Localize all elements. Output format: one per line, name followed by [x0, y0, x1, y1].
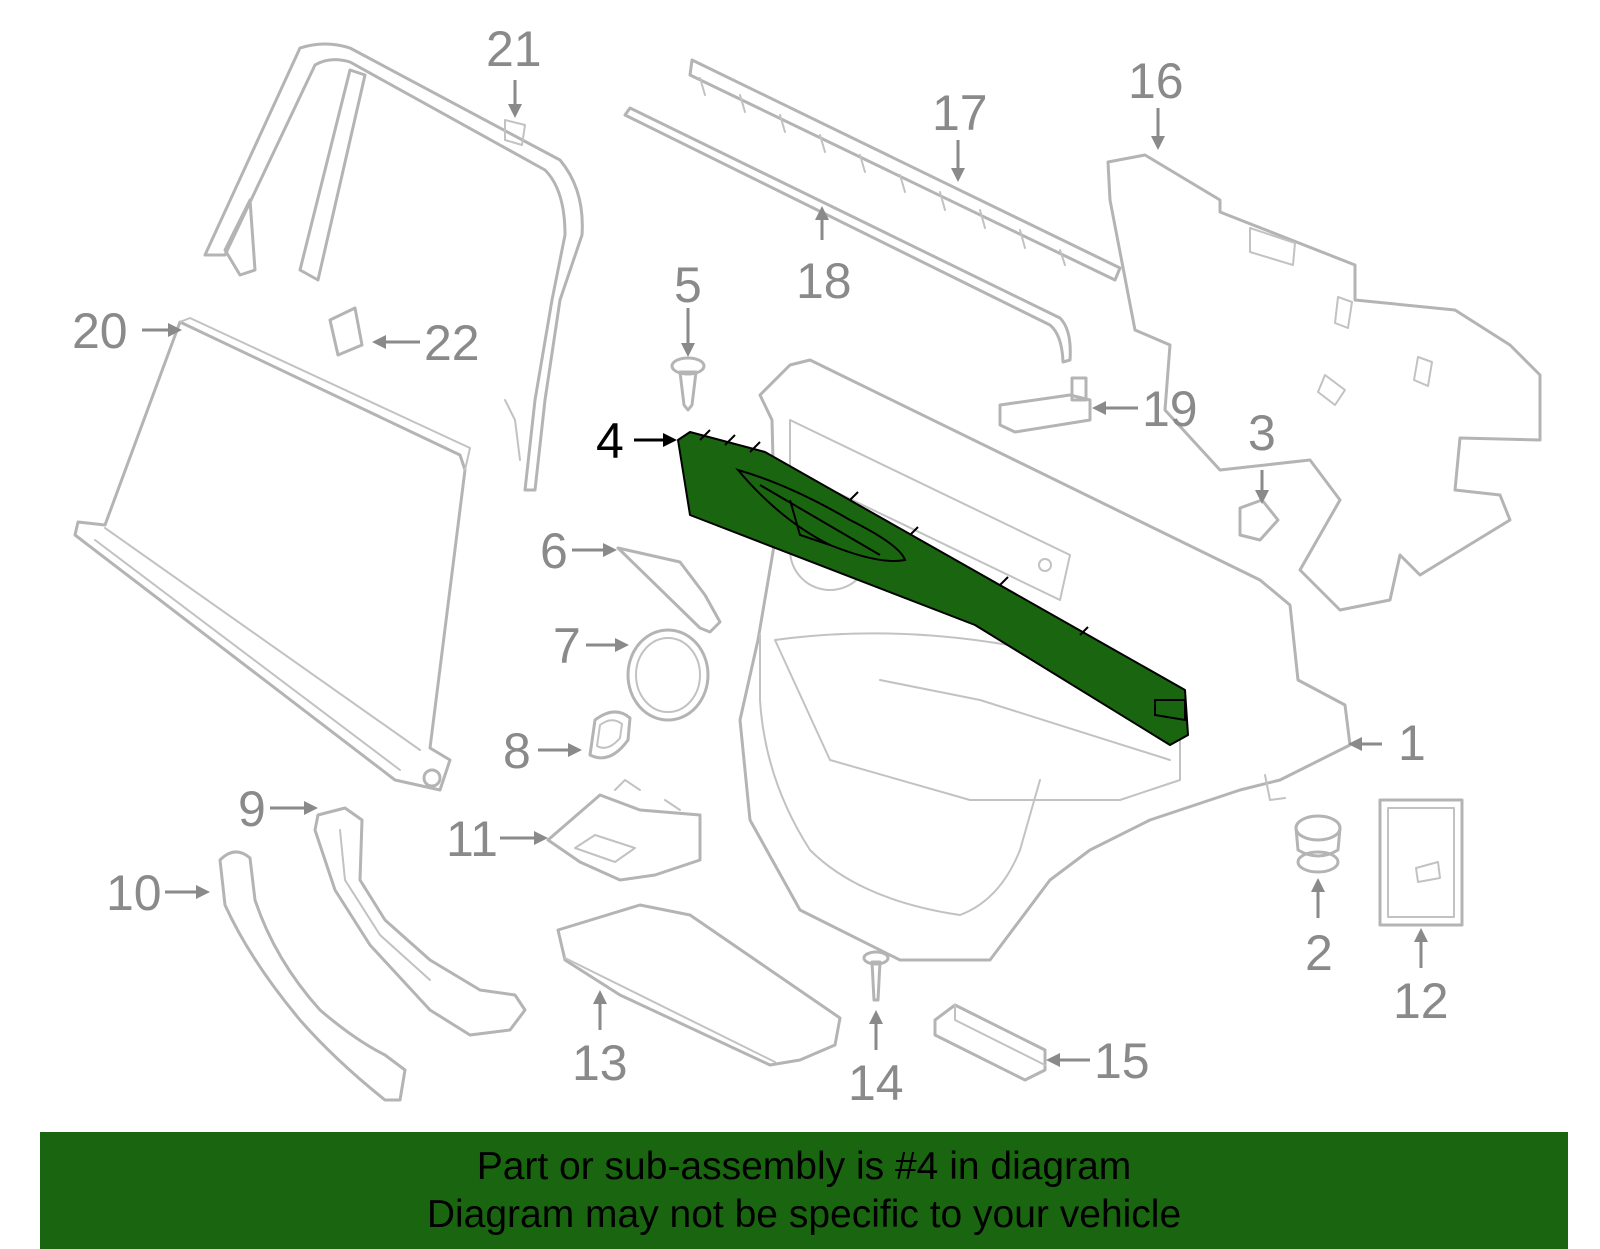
callout-17: 17 [932, 85, 988, 141]
callout-22: 22 [424, 315, 480, 371]
part-19-connector [998, 376, 1092, 434]
part-18-seal [623, 106, 1072, 364]
part-15-courtesy-lamp [933, 1003, 1047, 1082]
callout-5: 5 [674, 257, 702, 313]
part-17-strip [688, 58, 1122, 282]
callout-20: 20 [72, 303, 128, 359]
part-2-grommet [1294, 814, 1342, 874]
callout-1: 1 [1398, 715, 1426, 771]
banner-line-2: Diagram may not be specific to your vehi… [426, 1192, 1182, 1236]
callout-2: 2 [1305, 925, 1333, 981]
callout-8: 8 [503, 723, 531, 779]
callout-10: 10 [106, 865, 162, 921]
part-22-clip [328, 306, 364, 357]
part-5-screw [670, 356, 706, 412]
part-20-sun-blind [73, 317, 471, 792]
callout-21: 21 [486, 21, 542, 77]
callout-7: 7 [553, 618, 581, 674]
part-12-switch-panel [1378, 798, 1464, 927]
part-10-grab-handle [218, 850, 407, 1102]
callout-4: 4 [596, 413, 624, 469]
callout-labels: 1 2 3 4 5 6 7 8 9 10 11 12 13 14 15 16 1… [72, 21, 1449, 1111]
callout-6: 6 [540, 523, 568, 579]
part-21-window-frame [203, 42, 584, 492]
info-banner: Part or sub-assembly is #4 in diagram Di… [40, 1132, 1568, 1249]
part-9-armrest-bracket [313, 806, 527, 1037]
callout-3: 3 [1248, 405, 1276, 461]
callout-11: 11 [446, 811, 498, 867]
part-14-push-pin [862, 950, 890, 1002]
callout-14: 14 [848, 1055, 904, 1111]
part-8-handle-bezel [588, 710, 632, 760]
part-6-speaker-grille [616, 546, 722, 634]
part-13-door-pocket [556, 903, 842, 1067]
callout-arrows [142, 80, 1428, 1067]
part-3-clip [1238, 498, 1280, 542]
callout-9: 9 [238, 781, 266, 837]
callout-12: 12 [1393, 973, 1449, 1029]
callout-13: 13 [572, 1035, 628, 1091]
part-7-speaker-ring [626, 628, 710, 722]
callout-15: 15 [1094, 1033, 1150, 1089]
part-16-insulation [1106, 153, 1542, 612]
part-4-highlighted-trim [677, 429, 1189, 746]
part-11-switch-housing [546, 779, 702, 882]
callout-19: 19 [1142, 381, 1198, 437]
banner-line-1: Part or sub-assembly is #4 in diagram [476, 1144, 1132, 1188]
callout-16: 16 [1128, 53, 1184, 109]
callout-18: 18 [796, 253, 852, 309]
